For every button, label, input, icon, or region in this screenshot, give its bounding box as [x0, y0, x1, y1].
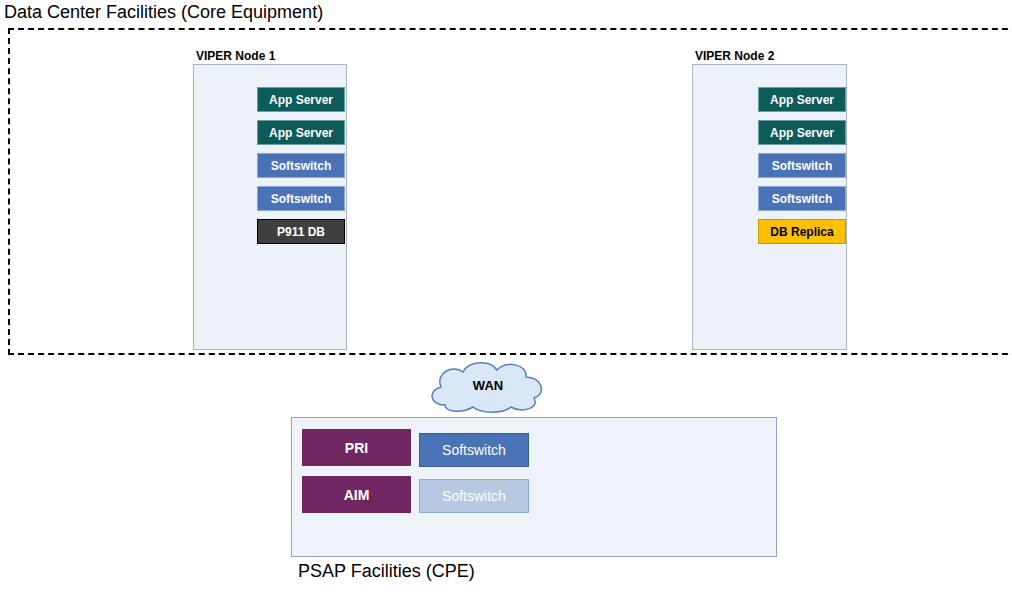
app-server-box: App Server	[257, 87, 345, 112]
standby-softswitch-box: Softswitch	[419, 479, 529, 513]
cloud-outline	[432, 363, 541, 413]
box-label: WAN	[473, 378, 503, 393]
box-label: Softswitch	[271, 159, 332, 173]
softswitch-box: Softswitch	[758, 153, 846, 178]
app-server-box: App Server	[257, 120, 345, 145]
interface-box: PRI	[302, 429, 411, 466]
box-label: Softswitch	[271, 192, 332, 206]
box-label: App Server	[770, 126, 834, 140]
box-label: PRI	[345, 440, 368, 456]
box-label: Softswitch	[772, 192, 833, 206]
box-label: App Server	[269, 93, 333, 107]
softswitch-box: Softswitch	[257, 186, 345, 211]
box-label: Softswitch	[442, 488, 506, 504]
group-heading: VIPER Node 2	[695, 49, 774, 63]
softswitch-box: Softswitch	[419, 433, 529, 467]
database-box: P911 DB	[257, 219, 345, 244]
database-replica-box: DB Replica	[758, 219, 846, 244]
region-band: Data Center Facilities (Core Equipment)V…	[8, 28, 1012, 355]
box-label: AIM	[344, 487, 370, 503]
app-server-box: App Server	[758, 87, 846, 112]
box-label: Softswitch	[772, 159, 833, 173]
box-label: App Server	[269, 126, 333, 140]
box-label: Softswitch	[442, 442, 506, 458]
server-node: VIPER Node 1App ServerApp ServerSoftswit…	[193, 64, 347, 350]
site-box: PSAP Facilities (CPE)PRIAIMSoftswitchSof…	[291, 417, 777, 557]
group-heading: Data Center Facilities (Core Equipment)	[4, 2, 323, 23]
group-heading: PSAP Facilities (CPE)	[298, 561, 475, 582]
app-server-box: App Server	[758, 120, 846, 145]
group-heading: VIPER Node 1	[196, 49, 275, 63]
network-cloud: WAN	[425, 357, 551, 413]
interface-box: AIM	[302, 476, 411, 513]
softswitch-box: Softswitch	[758, 186, 846, 211]
box-label: App Server	[770, 93, 834, 107]
box-label: DB Replica	[770, 225, 833, 239]
box-label: P911 DB	[277, 225, 325, 239]
server-node: VIPER Node 2App ServerApp ServerSoftswit…	[692, 64, 847, 350]
softswitch-box: Softswitch	[257, 153, 345, 178]
